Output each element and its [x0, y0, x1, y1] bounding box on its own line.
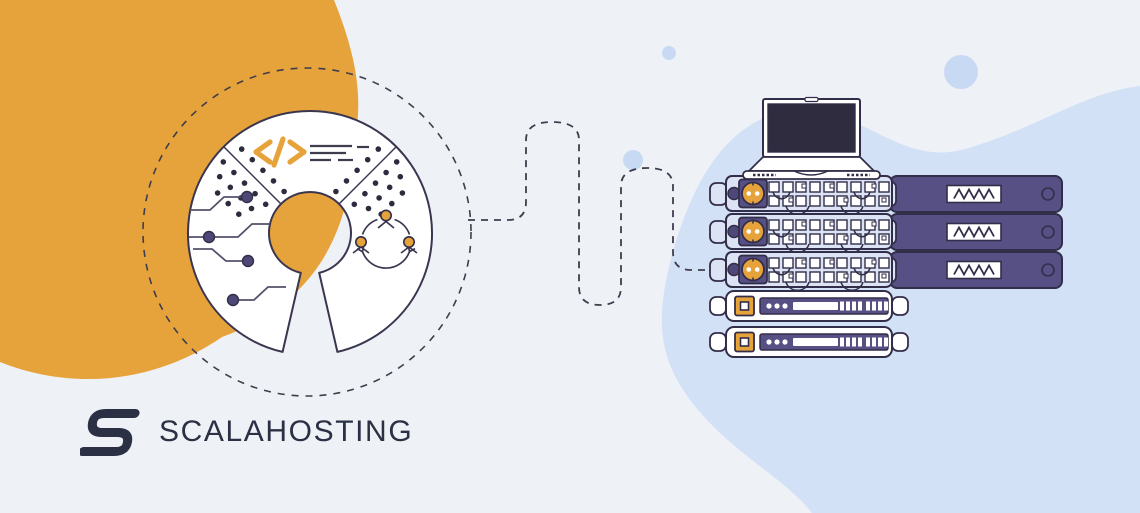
dot-band-right	[333, 146, 406, 217]
rack-server-row	[709, 290, 909, 322]
patch-server-row	[709, 175, 897, 216]
rack-server-row	[709, 326, 909, 358]
collaboration-icon	[352, 209, 418, 269]
circuit-trace-icon	[189, 190, 286, 307]
laptop-deck	[746, 156, 877, 172]
text-lines-icon	[310, 144, 369, 162]
brand-name: SCALAHOSTING	[159, 415, 414, 448]
purple-server-unit	[889, 213, 1063, 251]
purple-server-unit	[889, 175, 1063, 213]
purple-server-unit	[889, 251, 1063, 289]
laptop-icon	[742, 96, 881, 180]
patch-server-row	[709, 251, 897, 292]
laptop-screen	[767, 103, 856, 153]
laptop-camera	[804, 96, 819, 103]
code-icon	[253, 136, 307, 168]
scalahosting-logo-icon	[80, 409, 140, 456]
scalahosting-logo: SCALAHOSTING	[80, 404, 413, 460]
dot-band-left	[214, 146, 287, 217]
dashed-connector-line	[468, 121, 714, 306]
patch-server-row	[709, 213, 897, 254]
keyhole-icon	[187, 110, 433, 353]
laptop-trackpad-notch	[793, 170, 829, 176]
dashed-orbit-circle	[142, 67, 472, 397]
decor-circles	[623, 46, 978, 170]
